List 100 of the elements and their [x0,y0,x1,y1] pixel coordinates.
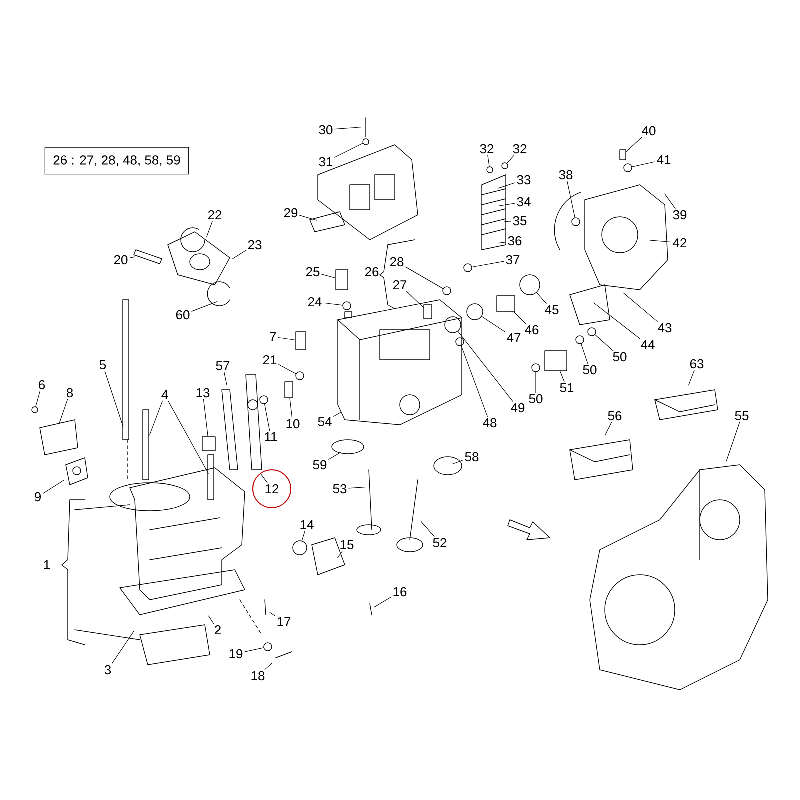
leader-line [338,550,343,558]
callout-number: 59 [313,460,327,470]
leader-line [406,290,424,308]
leader-line [374,597,392,608]
ring-drawing [264,642,272,652]
ring-drawing [444,316,462,334]
ring-drawing [502,162,508,170]
leader-line [348,487,366,489]
leader-line [626,137,642,152]
ring-drawing [624,164,632,172]
callout-number: 18 [252,671,265,681]
leader-line [567,181,576,218]
leader-line [514,312,526,324]
callout-number: 1 [44,560,50,570]
callout-number: 8 [66,388,74,398]
leader-line [334,412,342,417]
callout-number: 51 [560,383,574,393]
leader-line [43,480,64,494]
leader-line [536,292,547,304]
callout-number: 53 [333,484,347,494]
callout-number: 35 [513,216,527,226]
callout-number: 27 [393,280,407,290]
leader-line [208,616,214,624]
callout-number: 2 [215,625,221,635]
ring-drawing [532,364,540,372]
leader-line [506,155,515,164]
ring-drawing [576,336,584,344]
ring-drawing [520,274,540,296]
leader-line [334,143,364,158]
ring-drawing [464,264,472,272]
callout-number: 50 [613,352,627,362]
callout-number: 10 [286,419,300,429]
leader-line [498,242,506,244]
leader-line [278,337,296,341]
leader-line [594,302,640,340]
leader-line [560,371,565,382]
leader-line [130,256,136,258]
part-drawing [496,296,516,312]
leader-line [458,331,514,402]
leader-line [168,400,209,474]
leader-line [421,521,435,537]
callout-number: 32 [480,144,494,154]
callout-number: 15 [340,540,354,550]
leader-line [650,240,672,243]
callout-number: 20 [114,255,128,265]
leader-line [59,399,68,424]
leader-line [624,292,658,322]
leader-line [632,162,656,168]
leader-line [302,530,306,542]
leader-line [328,452,342,460]
leader-line [104,370,124,428]
callout-number: 39 [673,210,687,220]
leader-line [206,220,213,238]
leader-line [149,400,163,436]
leader-line [278,364,296,374]
leader-line [334,127,362,130]
leader-line [224,372,228,386]
leader-line [504,221,512,222]
callout-number: 17 [278,618,291,626]
leader-line [664,194,676,209]
leader-line [726,422,740,462]
callout-number: 16 [394,587,407,597]
callout-number: 45 [545,305,559,315]
callout-number: 29 [284,208,298,218]
callout-number: 21 [263,355,277,365]
leader-line [482,316,506,332]
leader-line [498,203,516,206]
leader-line [260,474,268,484]
ring-drawing [342,302,352,310]
callout-number: 52 [433,538,447,548]
callout-number: 19 [230,649,243,659]
part-drawing [336,270,348,290]
callout-number: 22 [208,210,222,220]
ring-drawing [296,372,304,380]
callout-number: 50 [529,394,543,404]
callout-number: 57 [216,361,230,371]
ring-drawing [588,328,596,336]
ring-drawing [260,396,268,404]
leader-line [300,215,318,221]
callout-number: 43 [658,323,672,333]
callout-number: 47 [507,334,521,342]
leader-line [498,182,516,189]
callout-number: 33 [517,175,531,185]
leader-line [488,155,490,167]
leader-line [324,302,343,306]
callout-number: 3 [104,665,112,675]
leader-line [322,274,336,279]
leader-line [604,422,612,436]
leader-line [36,391,41,408]
callout-number: 34 [517,197,531,207]
ring-drawing [32,406,38,414]
part-drawing [296,332,306,350]
callout-number: 49 [511,403,525,413]
ring-drawing [466,304,484,320]
callout-number: 32 [513,144,527,154]
leader-line [452,460,464,465]
ring-drawing [572,218,580,226]
callout-number: 14 [300,520,314,530]
callout-number: 31 [319,157,333,167]
callout-number: 28 [390,257,404,267]
